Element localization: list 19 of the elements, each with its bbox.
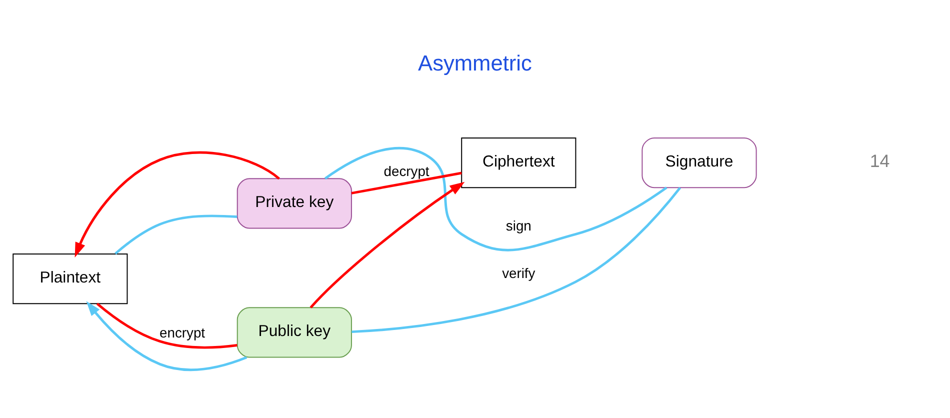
edge-label: verify (502, 264, 536, 281)
arrow (310, 181, 465, 308)
connector (351, 171, 462, 194)
arrow (86, 300, 248, 370)
diagram-title: Asymmetric (418, 50, 532, 75)
connector (324, 146, 668, 251)
connector (352, 186, 682, 333)
edge-label: sign (506, 216, 532, 233)
edge-label: decrypt (384, 162, 430, 178)
node-box: Signature (642, 136, 757, 188)
connector (96, 302, 238, 348)
node-box: Plaintext (12, 253, 128, 304)
node-box: Ciphertext (461, 136, 576, 188)
label: 14 (870, 150, 890, 171)
arrow (74, 150, 280, 257)
node-box: Public key (236, 306, 352, 358)
connector (114, 214, 238, 254)
node-box: Private key (236, 178, 352, 228)
edge-label: encrypt (160, 324, 206, 340)
